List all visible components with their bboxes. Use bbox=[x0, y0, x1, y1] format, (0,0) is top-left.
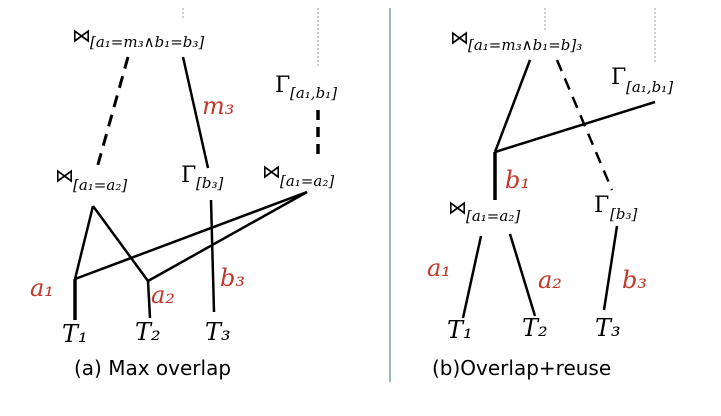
table-t3: T₃ bbox=[205, 318, 231, 346]
edge-label-a1: a₁ bbox=[427, 254, 451, 282]
edge-label-b3: b₃ bbox=[622, 266, 647, 294]
edge-gamma-ab-to-junction bbox=[494, 100, 656, 154]
gamma-icon: Γ bbox=[611, 65, 626, 90]
caption-a: (a) Max overlap bbox=[74, 356, 231, 380]
edge-label-b1: b₁ bbox=[505, 166, 530, 194]
bowtie-icon: ⋈ bbox=[72, 25, 91, 47]
edge-join-right-to-a1 bbox=[74, 190, 308, 281]
panel-a: ⋈ [a₁=m₃∧b₁=b₃] Γ [a₁,b₁] ⋈ [a₁=a₂] Γ [b… bbox=[30, 8, 337, 380]
node-join: ⋈ [a₁=a₂] bbox=[448, 197, 520, 225]
bowtie-icon: ⋈ bbox=[262, 161, 281, 183]
join-condition: [a₁=a₂] bbox=[466, 207, 520, 225]
edge-join-to-t1 bbox=[461, 235, 483, 319]
bowtie-icon: ⋈ bbox=[55, 165, 74, 187]
edge-label-a2: a₂ bbox=[151, 281, 175, 309]
edge-label-b3: b₃ bbox=[220, 264, 245, 292]
node-gamma-ab: Γ [a₁,b₁] bbox=[275, 73, 337, 102]
node-top-join: ⋈ [a₁=m₃∧b₁=b]₃ bbox=[450, 27, 582, 54]
gamma-icon: Γ bbox=[594, 193, 609, 218]
gamma-icon: Γ bbox=[181, 163, 196, 188]
gamma-icon: Γ bbox=[275, 73, 290, 98]
table-t1: T₁ bbox=[447, 316, 473, 344]
edge-a2-to-t2 bbox=[146, 280, 152, 319]
node-gamma-ab: Γ [a₁,b₁] bbox=[611, 65, 673, 96]
panel-b: ⋈ [a₁=m₃∧b₁=b]₃ Γ [a₁,b₁] ⋈ [a₁=a₂] Γ [b… bbox=[427, 8, 673, 380]
node-gamma-b3: Γ [b₃] bbox=[594, 193, 637, 223]
node-gamma-b3: Γ [b₃] bbox=[181, 163, 223, 192]
edge-label-a1: a₁ bbox=[30, 274, 54, 302]
node-join-right: ⋈ [a₁=a₂] bbox=[262, 161, 334, 190]
edge-gamma-b3-to-t3 bbox=[209, 199, 216, 313]
bowtie-icon: ⋈ bbox=[448, 197, 467, 219]
group-condition: [b₃] bbox=[196, 174, 223, 192]
edge-label-m3: m₃ bbox=[202, 92, 234, 120]
join-condition: [a₁=m₃∧b₁=b₃] bbox=[90, 33, 204, 51]
group-condition: [a₁,b₁] bbox=[290, 84, 337, 102]
edge-join-to-t2 bbox=[508, 233, 537, 317]
join-condition: [a₁=a₂] bbox=[280, 172, 334, 190]
table-t2: T₂ bbox=[135, 318, 161, 346]
join-condition: [a₁=m₃∧b₁=b]₃ bbox=[468, 36, 582, 54]
node-top-join: ⋈ [a₁=m₃∧b₁=b₃] bbox=[72, 25, 204, 51]
group-condition: [a₁,b₁] bbox=[626, 78, 673, 96]
edge-join-right-to-a2 bbox=[147, 190, 308, 283]
edge-label-a2: a₂ bbox=[538, 266, 562, 294]
table-t2: T₂ bbox=[522, 314, 548, 342]
node-join-left: ⋈ [a₁=a₂] bbox=[55, 165, 127, 194]
group-condition: [b₃] bbox=[610, 205, 637, 223]
edge-join-left-to-a1 bbox=[73, 205, 95, 280]
table-t3: T₃ bbox=[595, 314, 621, 342]
join-condition: [a₁=a₂] bbox=[73, 176, 127, 194]
edge-gamma-b3-to-t3 bbox=[602, 225, 619, 311]
edge-top-to-junction bbox=[493, 59, 532, 153]
edge-top-to-join-a1a2 bbox=[95, 56, 130, 169]
edge-top-to-gamma-b3 bbox=[181, 56, 210, 169]
table-t1: T₁ bbox=[62, 320, 88, 348]
edge-join-left-to-a2 bbox=[91, 205, 150, 282]
caption-b: (b)Overlap+reuse bbox=[432, 356, 611, 380]
bowtie-icon: ⋈ bbox=[450, 27, 469, 49]
